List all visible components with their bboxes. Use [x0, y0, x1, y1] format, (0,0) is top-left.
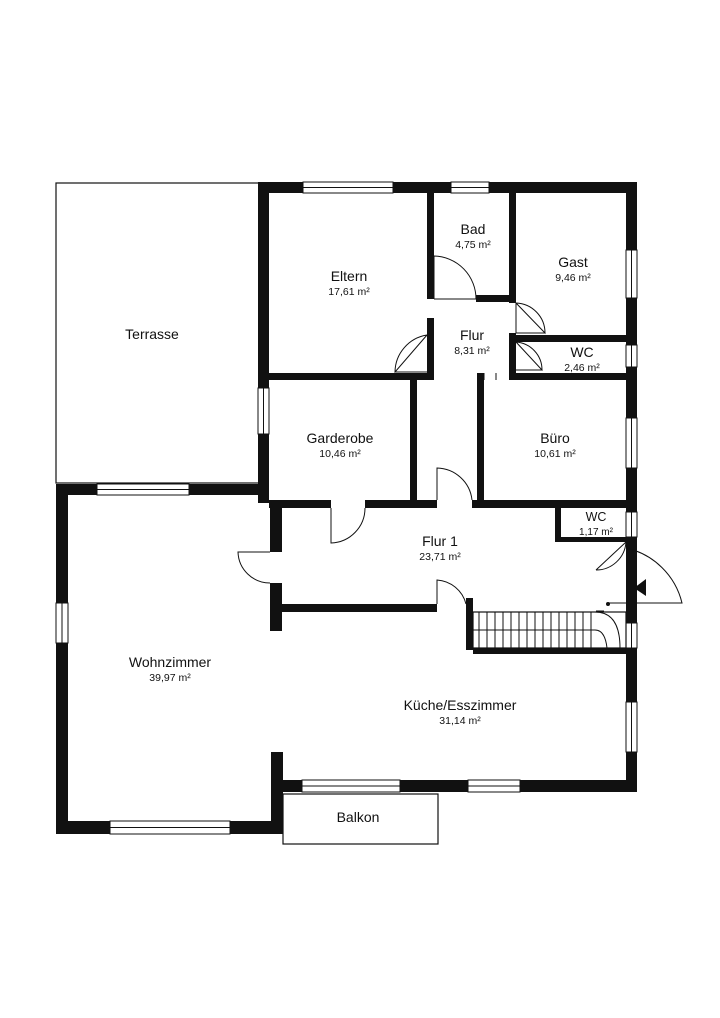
room-eltern-area: 17,61 m² — [328, 286, 370, 298]
room-flur-name: Flur — [460, 327, 484, 343]
room-kueche-area: 31,14 m² — [439, 715, 481, 727]
staircase — [472, 602, 627, 649]
room-flur-area: 8,31 m² — [454, 345, 490, 357]
doors — [237, 255, 683, 605]
room-wc-lower-name: WC — [586, 510, 607, 524]
room-wc-upper-area: 2,46 m² — [564, 362, 600, 374]
room-gast-area: 9,46 m² — [555, 272, 591, 284]
room-buero-name: Büro — [540, 430, 570, 446]
room-terrasse-name: Terrasse — [125, 326, 179, 342]
room-gast-name: Gast — [558, 254, 588, 270]
room-flur1-area: 23,71 m² — [419, 551, 461, 563]
windows — [55, 181, 638, 835]
room-eltern-name: Eltern — [331, 268, 368, 284]
room-garderobe-area: 10,46 m² — [319, 448, 361, 460]
room-balkon-name: Balkon — [337, 809, 380, 825]
room-wc-upper-name: WC — [570, 344, 593, 360]
room-wohnzimmer-area: 39,97 m² — [149, 672, 191, 684]
room-wc-lower-area: 1,17 m² — [579, 527, 614, 538]
interior-walls — [269, 193, 626, 654]
room-buero-area: 10,61 m² — [534, 448, 576, 460]
room-garderobe-name: Garderobe — [307, 430, 374, 446]
room-kueche-name: Küche/Esszimmer — [404, 697, 517, 713]
entrance-arrow-icon — [634, 579, 646, 596]
room-bad-area: 4,75 m² — [455, 239, 491, 251]
room-flur1-name: Flur 1 — [422, 533, 458, 549]
room-bad-name: Bad — [461, 221, 486, 237]
room-wohnzimmer-name: Wohnzimmer — [129, 654, 212, 670]
room-labels: Terrasse Eltern 17,61 m² Bad 4,75 m² Gas… — [125, 221, 613, 825]
